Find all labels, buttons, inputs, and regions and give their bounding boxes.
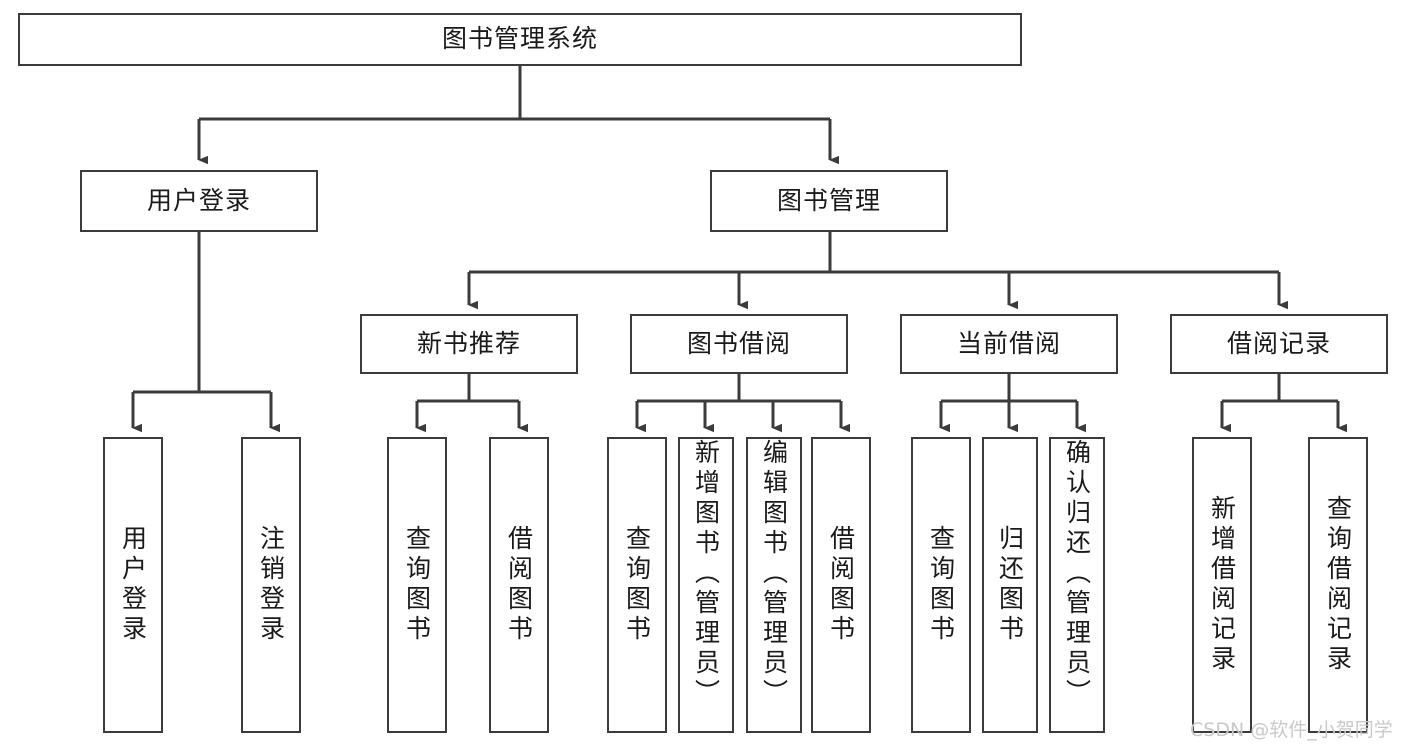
node-label: 查询图书 (926, 525, 956, 645)
node-book-borrow[interactable]: 图书借阅 (630, 314, 848, 374)
node-label: 查询借阅记录 (1323, 495, 1353, 675)
node-label: 新增图书（管理员） (691, 439, 721, 709)
node-leaf-query-book-recommend[interactable]: 查询图书 (387, 437, 447, 733)
node-leaf-confirm-return-admin[interactable]: 确认归还（管理员） (1049, 437, 1105, 733)
node-label: 注销登录 (256, 525, 286, 645)
node-label: 确认归还（管理员） (1062, 439, 1092, 709)
node-label: 查询图书 (402, 525, 432, 645)
node-leaf-query-borrow-record[interactable]: 查询借阅记录 (1308, 437, 1368, 733)
node-label: 用户登录 (118, 525, 148, 645)
node-label: 新增借阅记录 (1207, 495, 1237, 675)
node-label: 用户登录 (146, 185, 251, 215)
node-label: 图书管理系统 (441, 24, 598, 54)
node-label: 新书推荐 (416, 328, 521, 358)
node-label: 借阅图书 (826, 525, 856, 645)
node-leaf-add-borrow-record[interactable]: 新增借阅记录 (1192, 437, 1252, 733)
node-leaf-query-book-borrow[interactable]: 查询图书 (607, 437, 667, 733)
node-label: 图书借阅 (686, 328, 791, 358)
node-book-management[interactable]: 图书管理 (710, 170, 948, 232)
node-leaf-logout[interactable]: 注销登录 (241, 437, 301, 733)
node-borrow-record[interactable]: 借阅记录 (1170, 314, 1388, 374)
node-leaf-query-book-current[interactable]: 查询图书 (911, 437, 971, 733)
node-current-borrow[interactable]: 当前借阅 (900, 314, 1118, 374)
node-label: 图书管理 (776, 185, 881, 215)
node-label: 借阅记录 (1226, 328, 1331, 358)
node-leaf-borrow-book-recommend[interactable]: 借阅图书 (489, 437, 549, 733)
node-root-book-management-system[interactable]: 图书管理系统 (18, 13, 1022, 66)
node-new-book-recommend[interactable]: 新书推荐 (360, 314, 578, 374)
node-leaf-borrow-book[interactable]: 借阅图书 (811, 437, 871, 733)
node-label: 归还图书 (995, 525, 1025, 645)
node-user-login[interactable]: 用户登录 (80, 170, 318, 232)
node-label: 编辑图书（管理员） (759, 439, 789, 709)
node-leaf-add-book-admin[interactable]: 新增图书（管理员） (678, 437, 734, 733)
node-leaf-return-book[interactable]: 归还图书 (982, 437, 1038, 733)
node-leaf-user-login[interactable]: 用户登录 (103, 437, 163, 733)
node-label: 查询图书 (622, 525, 652, 645)
node-leaf-edit-book-admin[interactable]: 编辑图书（管理员） (746, 437, 802, 733)
csdn-watermark: CSDN @软件_小贺同学 (1190, 719, 1393, 741)
node-label: 借阅图书 (504, 525, 534, 645)
node-label: 当前借阅 (956, 328, 1061, 358)
